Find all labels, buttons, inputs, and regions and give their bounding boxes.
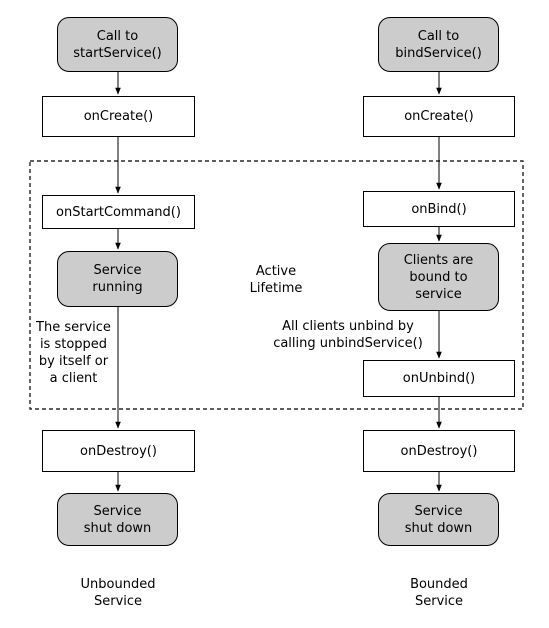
service-shut-down-node-left: Service shut down (57, 493, 178, 546)
unbounded-service-caption: Unbounded Service (80, 577, 156, 609)
start-service-call-node: Call to startService() (57, 17, 178, 72)
on-bind-node: onBind() (363, 191, 515, 227)
bind-service-call-node: Call to bindService() (378, 17, 499, 72)
service-running-node: Service running (57, 251, 178, 307)
active-lifetime-label: Active Lifetime (249, 264, 303, 296)
bounded-service-caption: Bounded Service (410, 577, 468, 609)
on-create-node-left: onCreate() (42, 96, 195, 137)
clients-bound-node: Clients are bound to service (378, 243, 499, 311)
on-destroy-node-left: onDestroy() (42, 430, 195, 472)
on-unbind-node: onUnbind() (363, 360, 515, 397)
active-lifetime-frame (29, 160, 524, 410)
on-destroy-node-right: onDestroy() (363, 430, 515, 472)
clients-unbind-note: All clients unbind by calling unbindServ… (273, 319, 423, 351)
service-shut-down-node-right: Service shut down (378, 493, 499, 546)
on-create-node-right: onCreate() (363, 96, 515, 137)
service-stopped-note: The service is stopped by itself or a cl… (36, 320, 111, 386)
on-start-command-node: onStartCommand() (42, 195, 195, 229)
